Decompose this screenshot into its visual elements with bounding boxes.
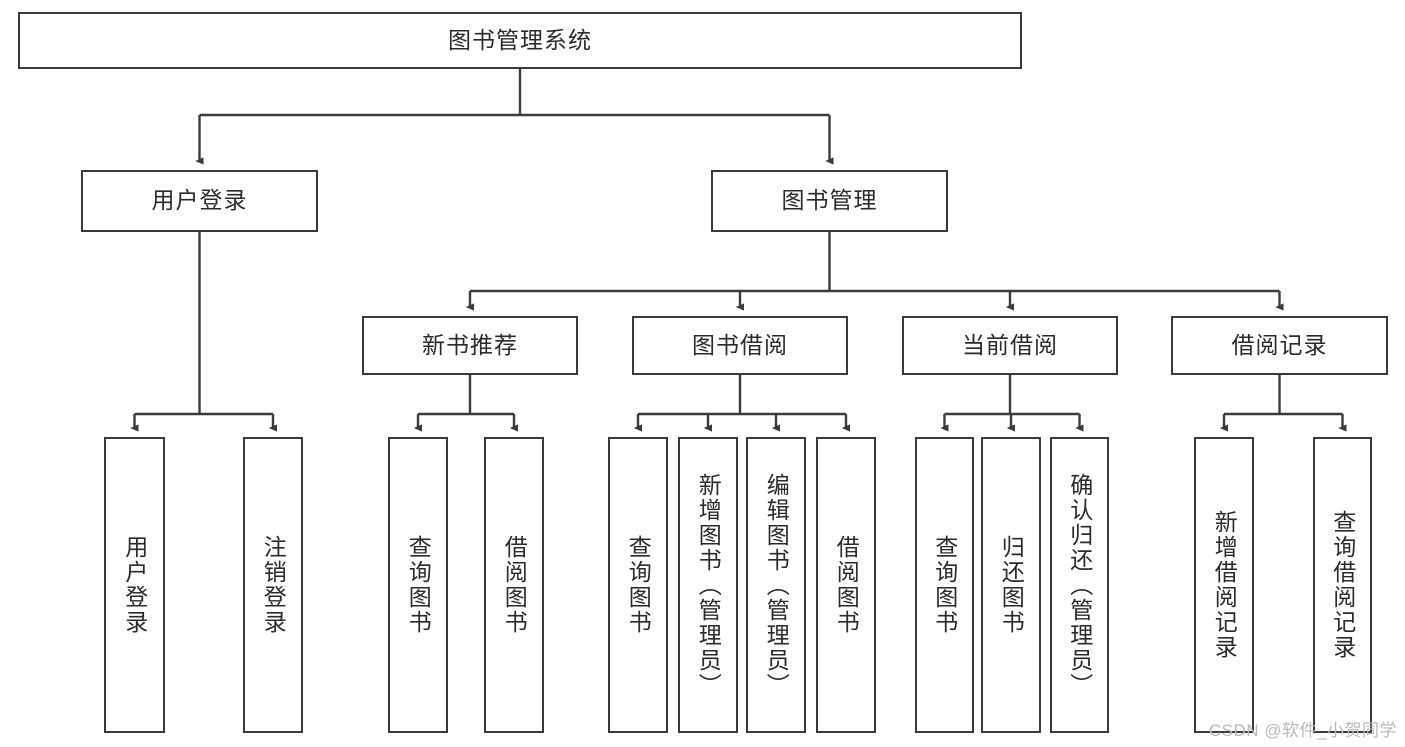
leaf-edit-book-admin[interactable]: 编辑图书（管理员） xyxy=(746,437,806,733)
leaf-query-book-1[interactable]: 查询图书 xyxy=(388,437,448,733)
leaf-borrow-book-1[interactable]: 借阅图书 xyxy=(484,437,544,733)
leaf-add-borrow-record[interactable]: 新增借阅记录 xyxy=(1194,437,1254,733)
node-root[interactable]: 图书管理系统 xyxy=(18,12,1022,69)
node-user-login[interactable]: 用户登录 xyxy=(81,170,318,232)
node-new-book-recommendation[interactable]: 新书推荐 xyxy=(362,316,578,375)
leaf-add-book-admin[interactable]: 新增图书（管理员） xyxy=(678,437,738,733)
node-book-borrow[interactable]: 图书借阅 xyxy=(632,316,848,375)
node-current-borrow[interactable]: 当前借阅 xyxy=(902,316,1118,375)
leaf-return-book[interactable]: 归还图书 xyxy=(981,437,1041,733)
leaf-user-logout[interactable]: 注销登录 xyxy=(243,437,303,733)
node-borrow-record[interactable]: 借阅记录 xyxy=(1171,316,1388,375)
node-book-manage[interactable]: 图书管理 xyxy=(711,170,948,232)
leaf-user-login[interactable]: 用户登录 xyxy=(104,437,165,733)
leaf-borrow-book-2[interactable]: 借阅图书 xyxy=(816,437,876,733)
leaf-query-book-2[interactable]: 查询图书 xyxy=(608,437,668,733)
watermark-text: CSDN @软件_小贺同学 xyxy=(1208,721,1397,740)
leaf-confirm-return-admin[interactable]: 确认归还（管理员） xyxy=(1050,437,1109,733)
leaf-query-borrow-record[interactable]: 查询借阅记录 xyxy=(1313,437,1372,733)
leaf-query-book-3[interactable]: 查询图书 xyxy=(915,437,974,733)
